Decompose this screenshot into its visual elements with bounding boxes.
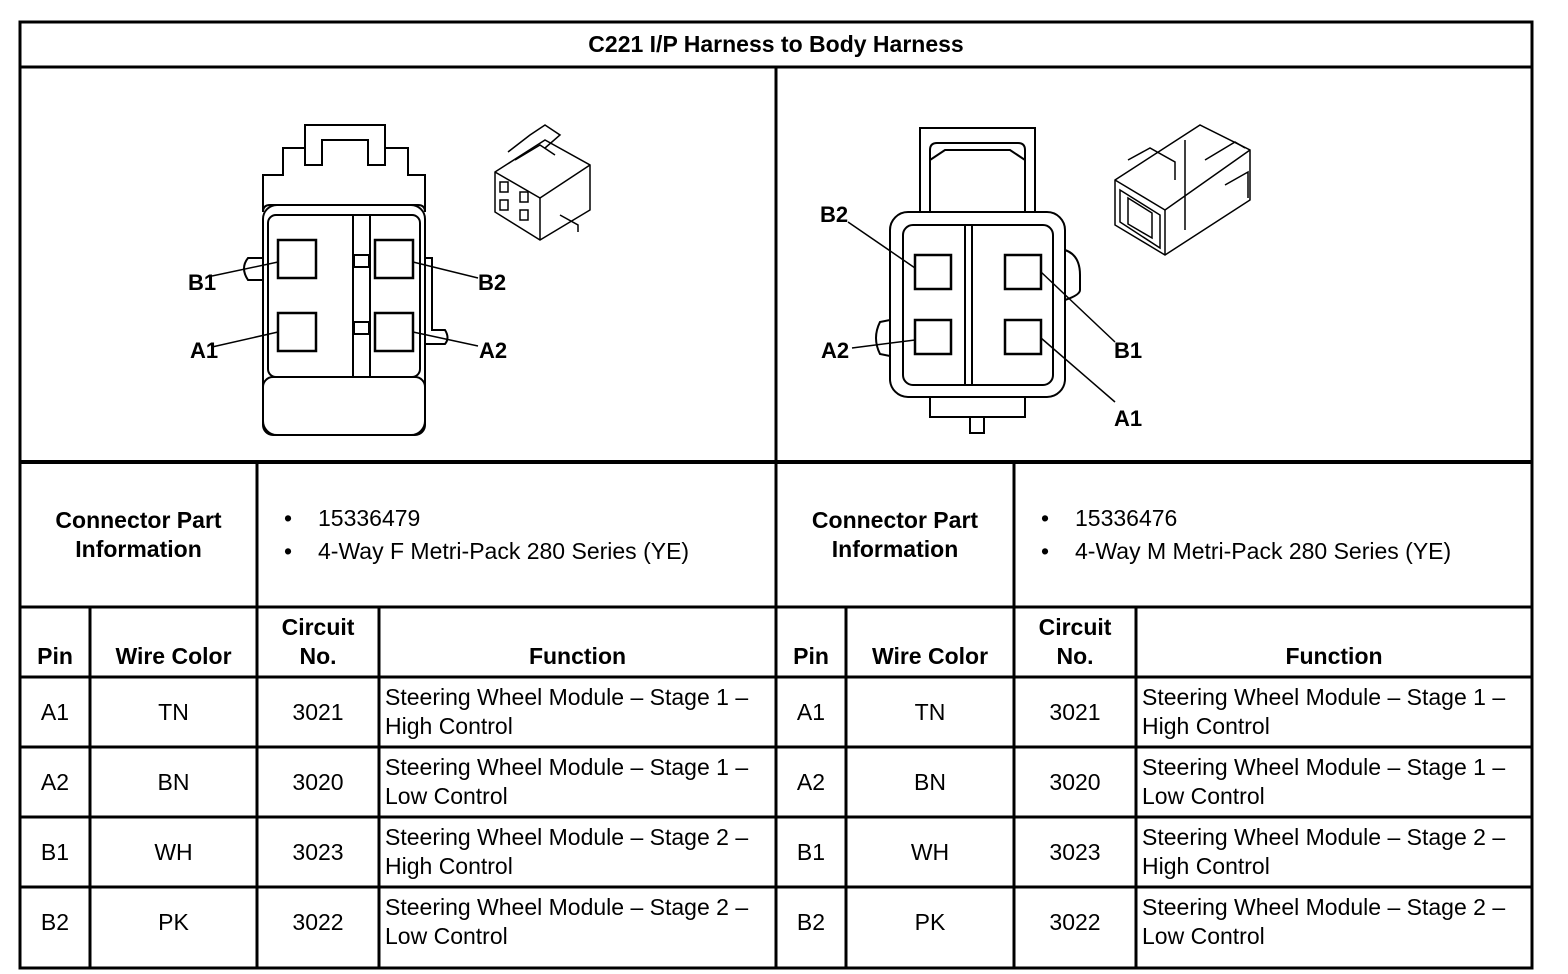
right-pin-label-b1: B1 (1114, 338, 1142, 363)
left-row-wire-color: WH (154, 838, 193, 865)
right-row-circuit: 3023 (1049, 838, 1101, 865)
left-pin-label-a2: A2 (479, 338, 507, 363)
female-connector-thumbnail (494, 124, 591, 241)
left-pin-label-a1: A1 (190, 338, 218, 363)
left-row-pin: B2 (40, 908, 70, 935)
left-row-function: Steering Wheel Module – Stage 2 – High C… (385, 824, 749, 879)
right-row-pin: A2 (796, 768, 826, 795)
left-pin-label-b1: B1 (188, 270, 216, 295)
left-row-circuit: 3022 (292, 908, 344, 935)
left-part-description-item: • 4-Way F Metri-Pack 280 Series (YE) (258, 537, 776, 566)
right-row-pin: A1 (796, 698, 826, 725)
right-row-function: Steering Wheel Module – Stage 2 – Low Co… (1142, 894, 1506, 949)
right-row-function: Steering Wheel Module – Stage 1 – High C… (1142, 684, 1506, 739)
bullet: • (1040, 537, 1050, 564)
right-header-wire-color: Wire Color (871, 643, 989, 669)
left-row-function: Steering Wheel Module – Stage 1 – High C… (385, 684, 749, 739)
left-row-circuit: 3020 (292, 768, 344, 795)
left-row-circuit: 3023 (292, 838, 344, 865)
left-row-wire-color: PK (158, 908, 189, 935)
right-header-circuit: Circuit No. (1038, 614, 1112, 669)
left-header-function: Function (528, 643, 627, 669)
left-pin-label-b2: B2 (478, 270, 506, 295)
right-row-function: Steering Wheel Module – Stage 2 – High C… (1142, 824, 1506, 879)
bullet: • (283, 504, 293, 531)
left-header-pin: Pin (37, 643, 73, 669)
left-row-function: Steering Wheel Module – Stage 2 – Low Co… (385, 894, 749, 949)
right-row-circuit: 3021 (1049, 698, 1101, 725)
right-pin-label-a1: A1 (1114, 406, 1142, 431)
right-row-wire-color: PK (914, 908, 946, 935)
left-row-function: Steering Wheel Module – Stage 1 – Low Co… (385, 754, 749, 809)
right-part-description: 4-Way M Metri-Pack 280 Series (YE) (1075, 537, 1452, 564)
page-title: C221 I/P Harness to Body Harness (588, 31, 964, 57)
right-pin-label-a2: A2 (821, 338, 849, 363)
left-part-number: 15336479 (318, 504, 421, 531)
left-part-number-item: • 15336479 (258, 504, 776, 533)
male-connector-thumbnail (1114, 124, 1251, 256)
right-row-pin: B2 (796, 908, 826, 935)
right-header-function: Function (1285, 643, 1383, 669)
right-part-description-item: • 4-Way M Metri-Pack 280 Series (YE) (1015, 537, 1532, 566)
bullet: • (1040, 504, 1050, 531)
bullet: • (283, 537, 293, 564)
left-part-info-label: Connector Part Information (55, 506, 222, 562)
left-row-pin: B1 (40, 838, 70, 865)
left-part-info-list: • 15336479 • 4-Way F Metri-Pack 280 Seri… (258, 462, 776, 607)
right-pin-label-b2: B2 (820, 202, 848, 227)
right-part-number-item: • 15336476 (1015, 504, 1532, 533)
left-row-pin: A2 (40, 768, 70, 795)
female-connector-face (211, 124, 479, 436)
left-row-pin: A1 (40, 698, 70, 725)
left-header-circuit: Circuit No. (281, 614, 355, 669)
left-header-wire-color: Wire Color (115, 643, 232, 669)
right-row-circuit: 3022 (1049, 908, 1101, 935)
left-row-circuit: 3021 (292, 698, 344, 725)
left-row-wire-color: TN (158, 698, 189, 725)
right-part-info-list: • 15336476 • 4-Way M Metri-Pack 280 Seri… (1015, 462, 1532, 607)
right-header-pin: Pin (793, 643, 829, 669)
right-row-circuit: 3020 (1049, 768, 1101, 795)
left-row-wire-color: BN (157, 768, 190, 795)
male-connector-face (847, 127, 1116, 434)
right-row-wire-color: BN (914, 768, 946, 795)
table-grid (18, 20, 1534, 970)
right-row-wire-color: WH (910, 838, 950, 865)
right-row-pin: B1 (796, 838, 826, 865)
left-part-description: 4-Way F Metri-Pack 280 Series (YE) (318, 537, 690, 564)
right-part-info-label: Connector Part Information (811, 506, 979, 562)
right-row-function: Steering Wheel Module – Stage 1 – Low Co… (1142, 754, 1506, 809)
right-part-number: 15336476 (1075, 504, 1178, 531)
right-row-wire-color: TN (914, 698, 946, 725)
